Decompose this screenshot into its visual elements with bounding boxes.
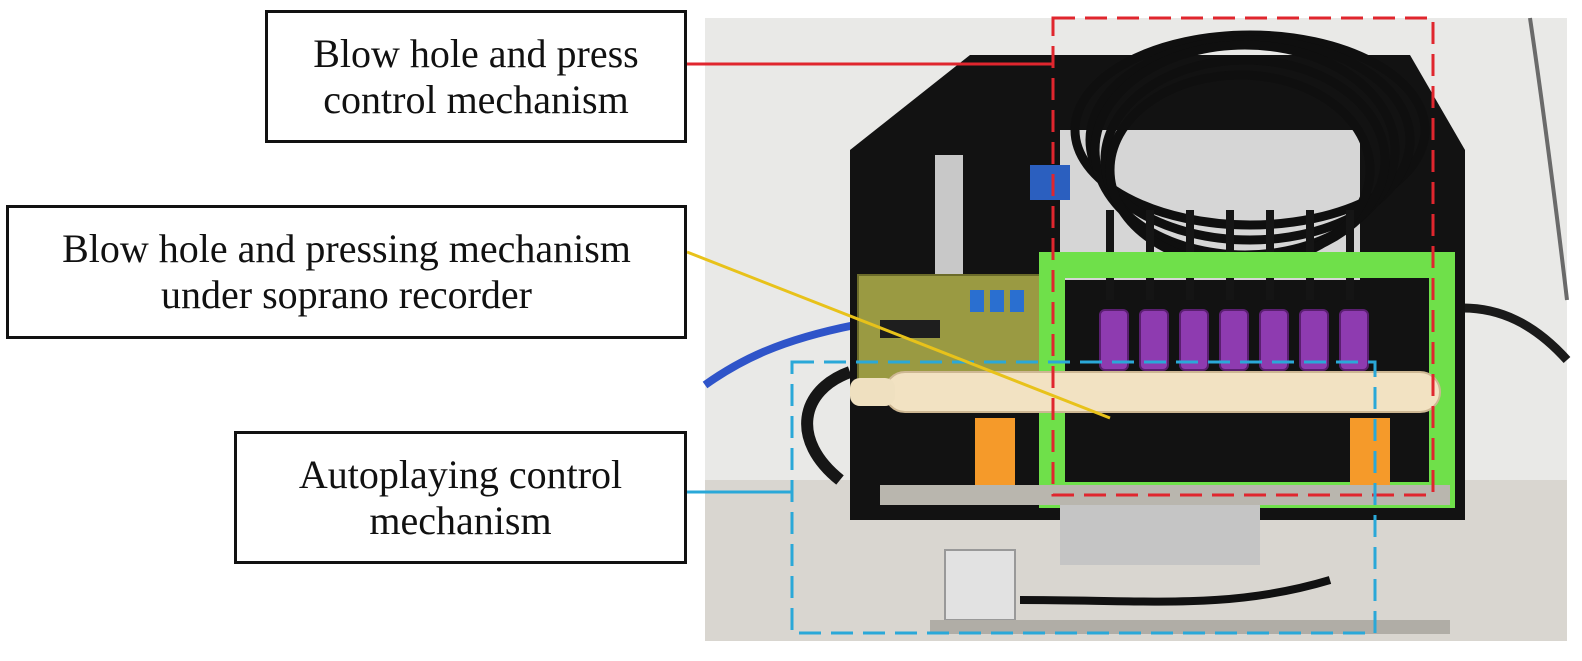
callout-line-yellow [686, 250, 1111, 420]
black-cable-left [801, 366, 853, 485]
label-line: control mechanism [323, 76, 629, 122]
label-line: Blow hole and pressing mechanism [62, 226, 631, 271]
blue-cable [702, 321, 856, 389]
pcb-chip [880, 320, 940, 338]
bottom-plate [930, 620, 1450, 634]
recorder-mouthpiece [850, 378, 895, 406]
label-autoplaying-control: Autoplaying control mechanism [234, 431, 687, 564]
label-line: Blow hole and press [313, 30, 639, 76]
pcb-component-2 [990, 290, 1004, 312]
lower-valve-block [1060, 505, 1260, 565]
pcb-component-1 [970, 290, 984, 312]
soprano-recorder [884, 371, 1441, 413]
grey-cable-right [1528, 17, 1569, 301]
air-fitting [1030, 165, 1070, 200]
lower-black-tube [1019, 576, 1332, 606]
label-line: Autoplaying control [298, 451, 623, 497]
orange-support-left [975, 418, 1015, 488]
label-line: under soprano recorder [161, 272, 532, 317]
label-line: mechanism [369, 497, 552, 543]
pcb-component-3 [1010, 290, 1024, 312]
red-dashed-highlight [1051, 16, 1435, 497]
label-blow-hole-press-control: Blow hole and press control mechanism [265, 10, 687, 143]
label-blow-hole-pressing-mechanism: Blow hole and pressing mechanism under s… [6, 205, 687, 339]
pressure-regulator-body [944, 549, 1016, 621]
cyan-dashed-highlight [790, 360, 1377, 635]
purple-solenoids [1099, 309, 1369, 371]
orange-support-right [1350, 418, 1390, 488]
